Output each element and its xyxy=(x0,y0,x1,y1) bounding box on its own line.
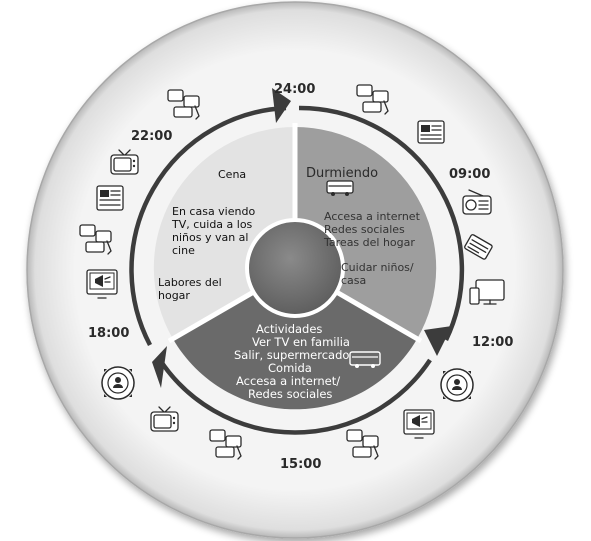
evening-bottom-2: hogar xyxy=(158,289,190,302)
newspaper-icon xyxy=(96,185,124,211)
segment-afternoon xyxy=(173,268,417,410)
center-hub xyxy=(245,218,345,318)
broadcast-icon xyxy=(403,409,435,439)
tv-icon xyxy=(150,406,179,432)
night-line-3: Tareas del hogar xyxy=(323,236,415,249)
afternoon-line-5: Accesa a internet/ xyxy=(236,374,340,388)
time-22: 22:00 xyxy=(131,129,172,144)
social-media-icon xyxy=(209,429,242,460)
time-12: 12:00 xyxy=(472,335,513,350)
afternoon-line-4: Comida xyxy=(268,361,312,375)
evening-mid-4: cine xyxy=(172,244,195,257)
afternoon-line-2: Ver TV en familia xyxy=(252,335,350,349)
arrow-head-top xyxy=(272,88,291,123)
evening-mid-2: TV, cuida a los xyxy=(171,218,253,231)
night-line-1: Accesa a internet xyxy=(324,210,421,223)
newspaper-icon xyxy=(417,120,445,144)
time-09: 09:00 xyxy=(449,167,490,182)
bus-icon xyxy=(349,351,381,368)
evening-mid-1: En casa viendo xyxy=(172,205,255,218)
arrow-head-right xyxy=(424,326,452,356)
night-extra-1: Cuidar niños/ xyxy=(341,261,414,274)
person-target-icon xyxy=(101,366,135,400)
person-target-icon xyxy=(440,368,474,402)
time-15: 15:00 xyxy=(280,457,321,472)
social-media-icon xyxy=(346,429,379,460)
night-line-2: Redes sociales xyxy=(324,223,405,236)
evening-bottom-1: Labores del xyxy=(158,276,222,289)
afternoon-line-6: Redes sociales xyxy=(248,387,332,401)
evening-top: Cena xyxy=(218,168,246,181)
time-18: 18:00 xyxy=(88,326,129,341)
social-media-icon xyxy=(79,224,112,255)
cycle-arrow-ring xyxy=(129,105,465,435)
bus-icon xyxy=(326,180,354,196)
segment-night-title: Durmiendo xyxy=(306,166,378,181)
social-media-icon xyxy=(167,89,200,120)
night-extra-2: casa xyxy=(341,274,366,287)
magazine-icon xyxy=(464,234,493,260)
tv-icon xyxy=(110,149,139,175)
social-media-icon xyxy=(356,84,389,115)
radio-icon xyxy=(462,189,492,215)
arrow-head-left xyxy=(152,346,167,388)
broadcast-icon xyxy=(86,269,118,299)
time-24: 24:00 xyxy=(274,82,315,97)
afternoon-line-3: Salir, supermercado xyxy=(234,348,349,362)
evening-mid-3: niños y van al xyxy=(172,231,248,244)
devices-icon xyxy=(469,279,505,305)
afternoon-line-1: Actividades xyxy=(256,322,322,336)
